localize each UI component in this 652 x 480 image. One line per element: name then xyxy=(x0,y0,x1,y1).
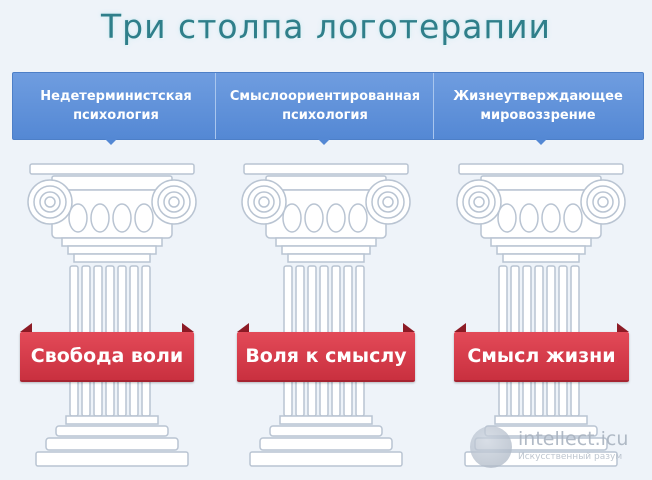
label-fold-left-1 xyxy=(20,323,32,332)
label-fold-right-1 xyxy=(182,323,194,332)
diagram-title: Три столпа логотерапии xyxy=(101,6,551,46)
banner-pointer-2 xyxy=(316,137,332,145)
label-fold-left-3 xyxy=(454,323,466,332)
header-banner: Недетерминистская психология Смыслоориен… xyxy=(12,72,644,140)
pillar-2-column-icon xyxy=(241,163,411,467)
pillar-label-3: Смысл жизни xyxy=(454,332,629,382)
pillar-header-2: Смыслоориентированная психология xyxy=(229,89,421,123)
watermark-logo-icon xyxy=(470,426,512,468)
label-fold-right-2 xyxy=(403,323,415,332)
watermark: intellect.icu Искусственный разум xyxy=(470,426,646,470)
watermark-subtitle: Искусственный разум xyxy=(518,452,623,462)
watermark-name: intellect.icu xyxy=(518,428,629,450)
pillar-header-1: Недетерминистская психология xyxy=(40,89,192,123)
banner-pointer-1 xyxy=(103,137,119,145)
pillar-label-1: Свобода воли xyxy=(20,332,194,382)
pillar-1-column-icon xyxy=(27,163,197,467)
label-fold-right-3 xyxy=(617,323,629,332)
pillar-3-column-icon xyxy=(456,163,626,467)
banner-pointer-3 xyxy=(533,137,549,145)
pillar-label-2: Воля к смыслу xyxy=(237,332,415,382)
label-fold-left-2 xyxy=(237,323,249,332)
pillar-header-3: Жизнеутверждающее мировоззрение xyxy=(453,89,623,123)
banner-divider xyxy=(215,73,216,139)
banner-divider xyxy=(433,73,434,139)
